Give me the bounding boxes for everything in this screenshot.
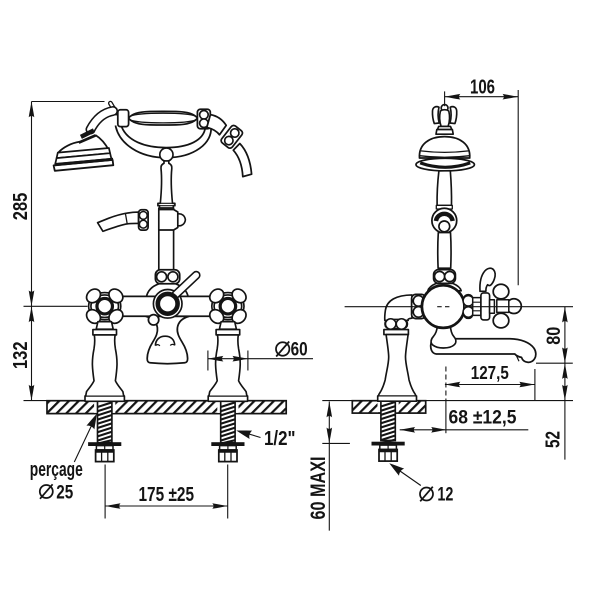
svg-text:12: 12	[437, 484, 453, 505]
svg-text:285: 285	[10, 193, 32, 221]
svg-text:1/2": 1/2"	[264, 428, 296, 450]
svg-text:80: 80	[543, 327, 565, 345]
svg-text:175 ±25: 175 ±25	[139, 484, 195, 506]
svg-text:perçage: perçage	[30, 459, 83, 481]
svg-text:25: 25	[56, 482, 73, 504]
svg-text:132: 132	[10, 342, 32, 370]
svg-text:52: 52	[543, 431, 565, 448]
svg-text:68 ±12,5: 68 ±12,5	[449, 406, 517, 428]
svg-text:106: 106	[470, 77, 495, 99]
svg-text:127,5: 127,5	[471, 363, 509, 383]
svg-text:60: 60	[291, 339, 308, 361]
svg-text:60 MAXI: 60 MAXI	[307, 457, 330, 520]
